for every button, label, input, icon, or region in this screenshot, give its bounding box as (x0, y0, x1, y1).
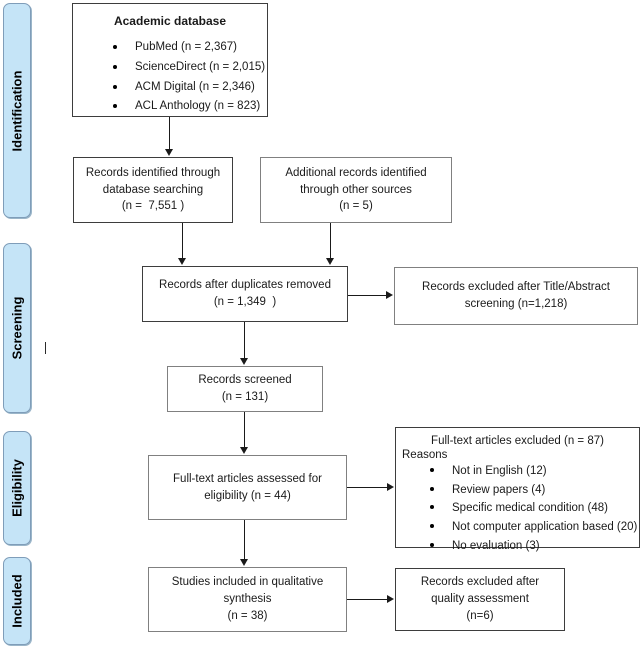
node-fulltext-assessed: Full-text articles assessed for eligibil… (148, 455, 347, 520)
list-item: ACM Digital (n = 2,346) (113, 78, 267, 98)
screening-tick-mark (45, 342, 47, 354)
stage-tab-eligibility: Eligibility (3, 431, 31, 545)
node-line: Additional records identified (285, 166, 427, 179)
node-duplicates-removed: Records after duplicates removed (n = 1,… (142, 266, 348, 322)
arrow-screened-to-fulltext (240, 447, 248, 454)
academic-database-box: Academic database PubMed (n = 2,367) Sci… (72, 3, 268, 117)
reasons-subtitle: Reasons (402, 449, 448, 461)
node-line: (n = 7,551 ) (121, 200, 185, 213)
connector-included-to-excluded-quality (347, 599, 388, 601)
list-item: ACL Anthology (n = 823) (113, 97, 267, 117)
connector-fulltext-to-included (244, 520, 246, 560)
node-additional-records: Additional records identified through ot… (260, 157, 452, 223)
list-item: ScienceDirect (n = 2,015) (113, 58, 267, 78)
stage-tab-screening: Screening (3, 243, 31, 413)
node-line: Records identified through (85, 166, 221, 179)
node-line: screening (n=1,218) (464, 298, 568, 310)
stage-tab-included: Included (3, 557, 31, 645)
list-item: Review papers (4) (430, 481, 639, 500)
stage-tab-identification: Identification (3, 3, 31, 218)
node-line: Studies included in qualitative (171, 576, 324, 589)
node-records-identified: Records identified through database sear… (73, 157, 233, 223)
arrow-db-to-identified (165, 149, 173, 156)
node-records-screened: Records screened (n = 131) (167, 366, 323, 412)
node-line: (n=6) (466, 609, 494, 622)
arrow-duplicates-to-screened (240, 358, 248, 365)
node-line: Records screened (198, 374, 292, 387)
arrow-included-to-excluded-quality (387, 595, 394, 603)
node-line: synthesis (223, 593, 272, 606)
stage-tab-screening-label: Screening (9, 296, 25, 360)
node-excluded-title-abstract: Records excluded after Title/Abstract sc… (394, 267, 638, 325)
stage-tab-eligibility-label: Eligibility (9, 459, 25, 517)
academic-database-list: PubMed (n = 2,367) ScienceDirect (n = 2,… (73, 38, 267, 117)
connector-duplicates-to-excluded (348, 295, 387, 297)
node-studies-included: Studies included in qualitative synthesi… (148, 567, 347, 632)
reasons-title: Full-text articles excluded (n = 87) (431, 435, 604, 447)
stage-tab-identification-label: Identification (9, 70, 25, 151)
connector-db-to-identified (169, 117, 171, 150)
stage-tab-included-label: Included (9, 574, 25, 628)
academic-database-title: Academic database (113, 14, 227, 28)
node-line: (n = 5) (339, 200, 373, 213)
connector-additional-to-duplicates (330, 223, 332, 259)
node-line: quality assessment (431, 593, 529, 606)
node-line: eligibility (n = 44) (204, 489, 291, 502)
node-line: (n = 1,349 ) (213, 296, 277, 308)
node-line: through other sources (300, 183, 412, 196)
list-item: PubMed (n = 2,367) (113, 38, 267, 58)
arrow-additional-to-duplicates (326, 258, 334, 265)
connector-duplicates-to-screened (244, 322, 246, 359)
connector-fulltext-to-reasons (347, 487, 388, 489)
list-item: No evaluation (3) (430, 537, 639, 556)
node-line: database searching (102, 183, 204, 196)
arrow-fulltext-to-included (240, 559, 248, 566)
node-fulltext-excluded-reasons: Full-text articles excluded (n = 87) Rea… (395, 427, 640, 552)
node-line: Records after duplicates removed (159, 279, 331, 292)
list-item: Not in English (12) (430, 462, 639, 481)
arrow-fulltext-to-reasons (387, 483, 394, 491)
node-line: (n = 131) (221, 391, 269, 403)
node-line: Full-text articles assessed for (173, 472, 322, 485)
node-excluded-quality-assessment: Records excluded after quality assessmen… (395, 568, 565, 631)
list-item: Not computer application based (20) (430, 518, 639, 537)
connector-screened-to-fulltext (244, 412, 246, 448)
arrow-duplicates-to-excluded (386, 291, 393, 299)
node-line: Records excluded after Title/Abstract (422, 281, 610, 294)
reasons-list: Not in English (12) Review papers (4) Sp… (396, 462, 639, 555)
connector-identified-to-duplicates (182, 223, 184, 259)
list-item: Specific medical condition (48) (430, 499, 639, 518)
node-line: (n = 38) (227, 609, 268, 622)
arrow-identified-to-duplicates (178, 258, 186, 265)
node-line: Records excluded after (420, 576, 540, 589)
